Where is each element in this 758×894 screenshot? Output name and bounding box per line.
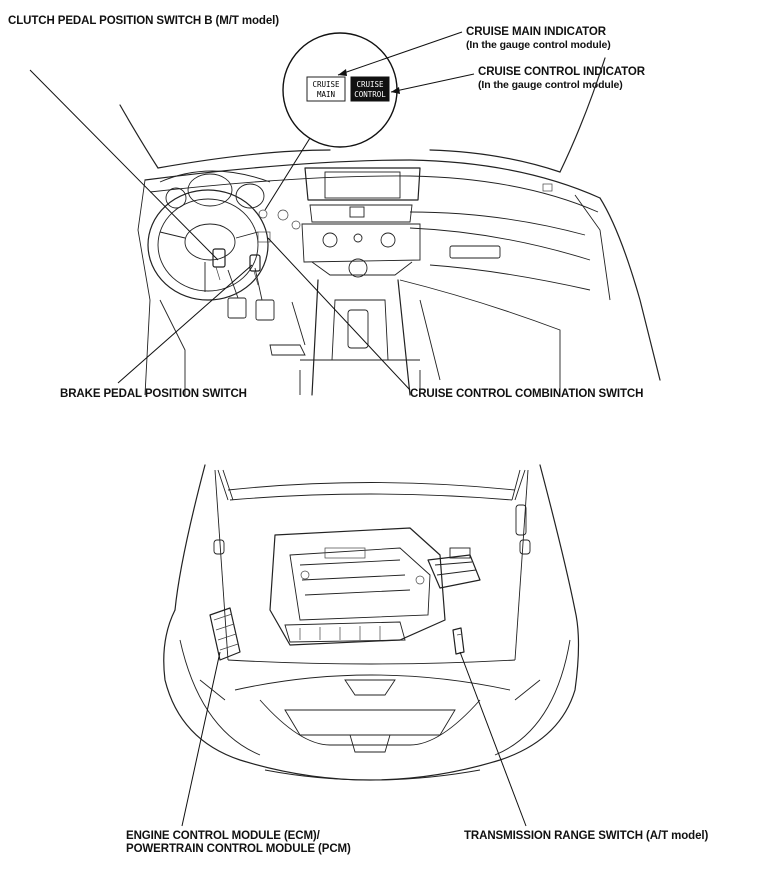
transmission-range-switch-part bbox=[452, 627, 465, 655]
ecm-box bbox=[209, 607, 241, 661]
cruise-main-indicator-text1: CRUISE bbox=[312, 80, 340, 89]
engine-bay-illustration bbox=[163, 464, 580, 781]
label-ecm-pcm: ENGINE CONTROL MODULE (ECM)/ POWERTRAIN … bbox=[126, 830, 351, 856]
cruise-control-indicator-text1: CRUISE bbox=[356, 80, 384, 89]
cruise-main-indicator-text2: MAIN bbox=[317, 90, 335, 99]
label-clutch-pedal-position-switch: CLUTCH PEDAL POSITION SWITCH B (M/T mode… bbox=[8, 15, 279, 27]
label-transmission-range-switch: TRANSMISSION RANGE SWITCH (A/T model) bbox=[464, 830, 709, 842]
label-cruise-main-subtitle: (In the gauge control module) bbox=[466, 39, 611, 51]
label-cruise-main-indicator: CRUISE MAIN INDICATOR (In the gauge cont… bbox=[466, 26, 611, 52]
label-cruise-control-subtitle: (In the gauge control module) bbox=[478, 79, 623, 91]
label-ecm-line1: ENGINE CONTROL MODULE (ECM)/ bbox=[126, 830, 320, 842]
top-leader-lines bbox=[29, 31, 475, 391]
bottom-leader-lines bbox=[181, 651, 527, 827]
label-cruise-control-combination-switch: CRUISE CONTROL COMBINATION SWITCH bbox=[410, 388, 644, 400]
indicator-detail-circle: CRUISE MAIN CRUISE CONTROL bbox=[264, 32, 398, 211]
cruise-control-indicator-text2: CONTROL bbox=[354, 90, 386, 99]
cruise-main-indicator-icon bbox=[306, 76, 346, 102]
label-cruise-control-indicator: CRUISE CONTROL INDICATOR (In the gauge c… bbox=[478, 66, 645, 92]
label-cruise-control-title: CRUISE CONTROL INDICATOR bbox=[478, 66, 645, 78]
label-brake-pedal-position-switch: BRAKE PEDAL POSITION SWITCH bbox=[60, 388, 247, 400]
label-cruise-main-title: CRUISE MAIN INDICATOR bbox=[466, 26, 606, 38]
dashboard-illustration bbox=[119, 57, 661, 396]
cruise-control-indicator-icon bbox=[350, 76, 390, 102]
label-ecm-line2: POWERTRAIN CONTROL MODULE (PCM) bbox=[126, 843, 351, 855]
